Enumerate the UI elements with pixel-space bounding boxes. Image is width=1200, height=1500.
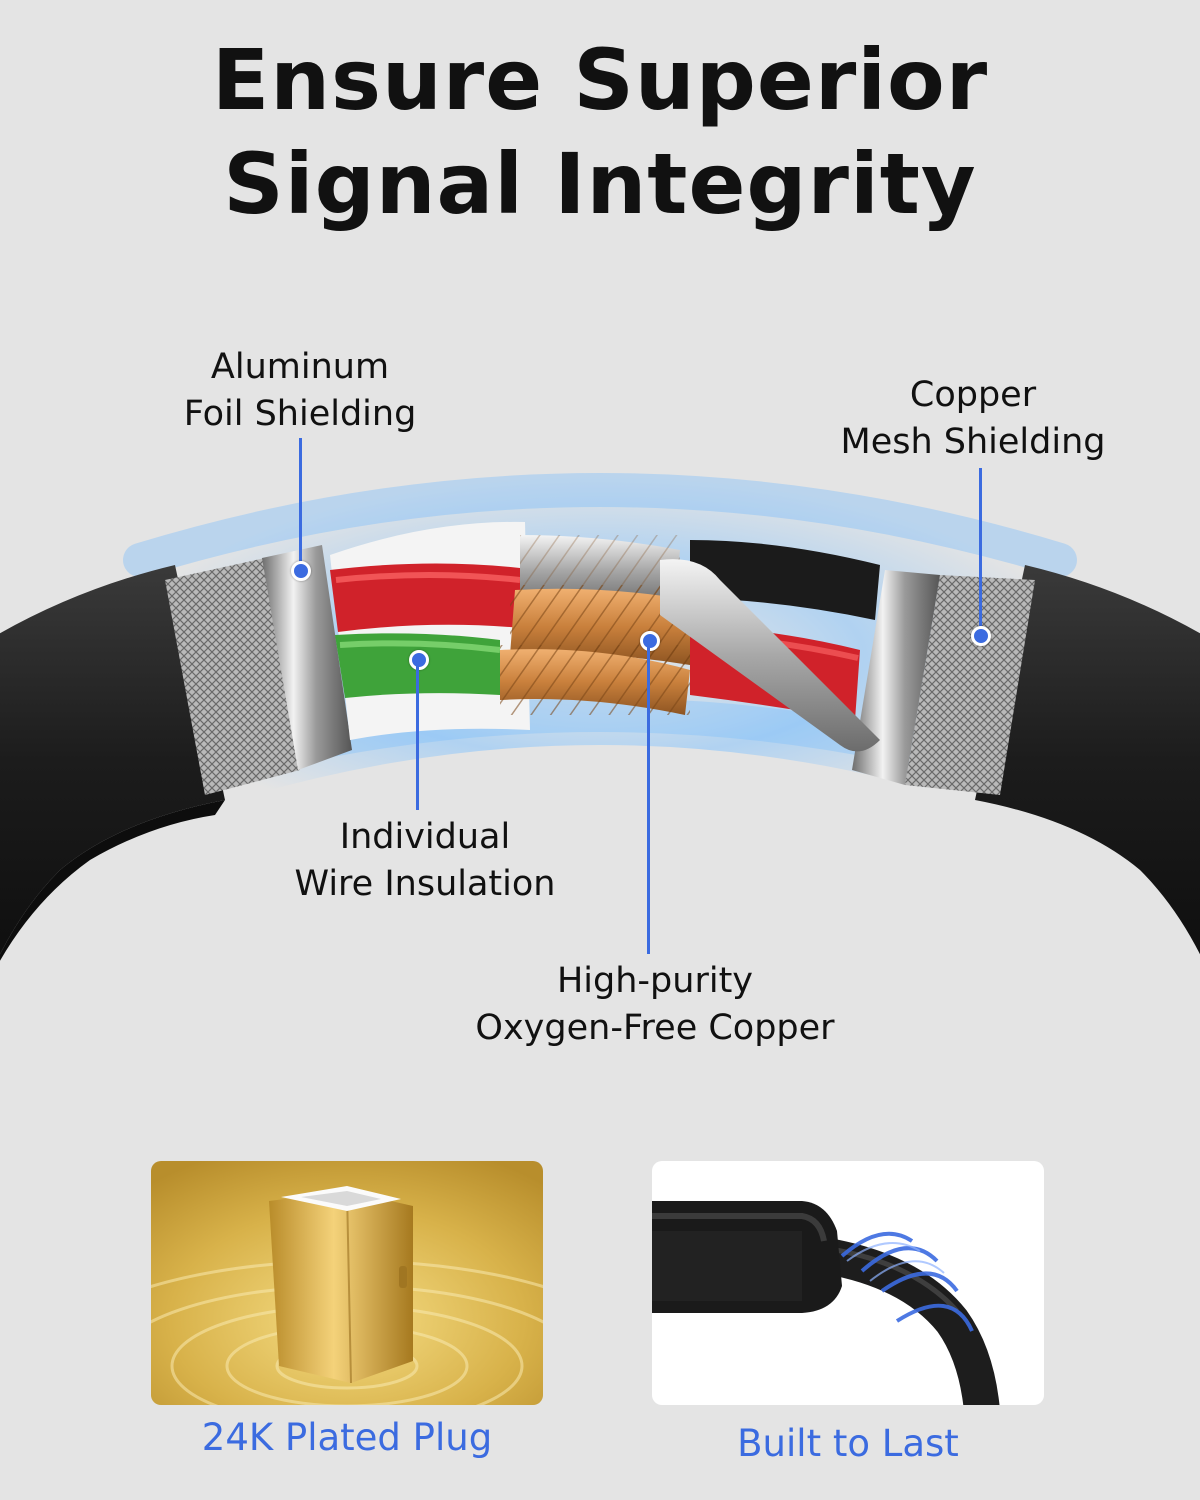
callout-aluminum-line-2: Foil Shielding xyxy=(183,394,417,434)
callout-copper-mesh-line-2: Mesh Shielding xyxy=(840,422,1106,462)
feature-card-built-to-last xyxy=(652,1161,1044,1405)
caption-built-to-last: Built to Last xyxy=(737,1422,959,1465)
callout-copper-mesh-shielding: Copper Mesh Shielding xyxy=(808,372,1138,466)
marker-dot-ofc xyxy=(640,631,660,651)
callout-aluminum-foil-shielding: Aluminum Foil Shielding xyxy=(150,344,450,438)
callout-copper-mesh-line-1: Copper xyxy=(909,375,1037,415)
callout-ofc-line-1: High-purity xyxy=(556,961,754,1001)
leader-line-ofc xyxy=(647,646,650,954)
feature-card-gold-plug xyxy=(151,1161,543,1405)
bend-test-illustration xyxy=(652,1161,1044,1405)
callout-ofc-line-2: Oxygen-Free Copper xyxy=(475,1008,835,1048)
marker-dot-copper-mesh xyxy=(971,626,991,646)
leader-line-insulation xyxy=(416,665,419,810)
headline-line-1: Ensure Superior xyxy=(211,31,989,129)
caption-24k-plated-plug: 24K Plated Plug xyxy=(201,1416,493,1459)
callout-aluminum-line-1: Aluminum xyxy=(210,347,390,387)
callout-insulation-line-2: Wire Insulation xyxy=(294,864,556,904)
callout-insulation-line-1: Individual xyxy=(339,817,511,857)
callout-individual-wire-insulation: Individual Wire Insulation xyxy=(255,814,595,908)
headline: Ensure Superior Signal Integrity xyxy=(0,28,1200,236)
marker-dot-insulation xyxy=(409,650,429,670)
cable-cross-section-illustration xyxy=(0,473,1200,961)
marker-dot-aluminum xyxy=(291,561,311,581)
callout-oxygen-free-copper: High-purity Oxygen-Free Copper xyxy=(425,958,885,1052)
gold-plug-illustration xyxy=(151,1161,543,1405)
headline-line-2: Signal Integrity xyxy=(223,135,977,233)
leader-line-aluminum xyxy=(299,438,302,568)
leader-line-copper-mesh xyxy=(979,468,982,633)
